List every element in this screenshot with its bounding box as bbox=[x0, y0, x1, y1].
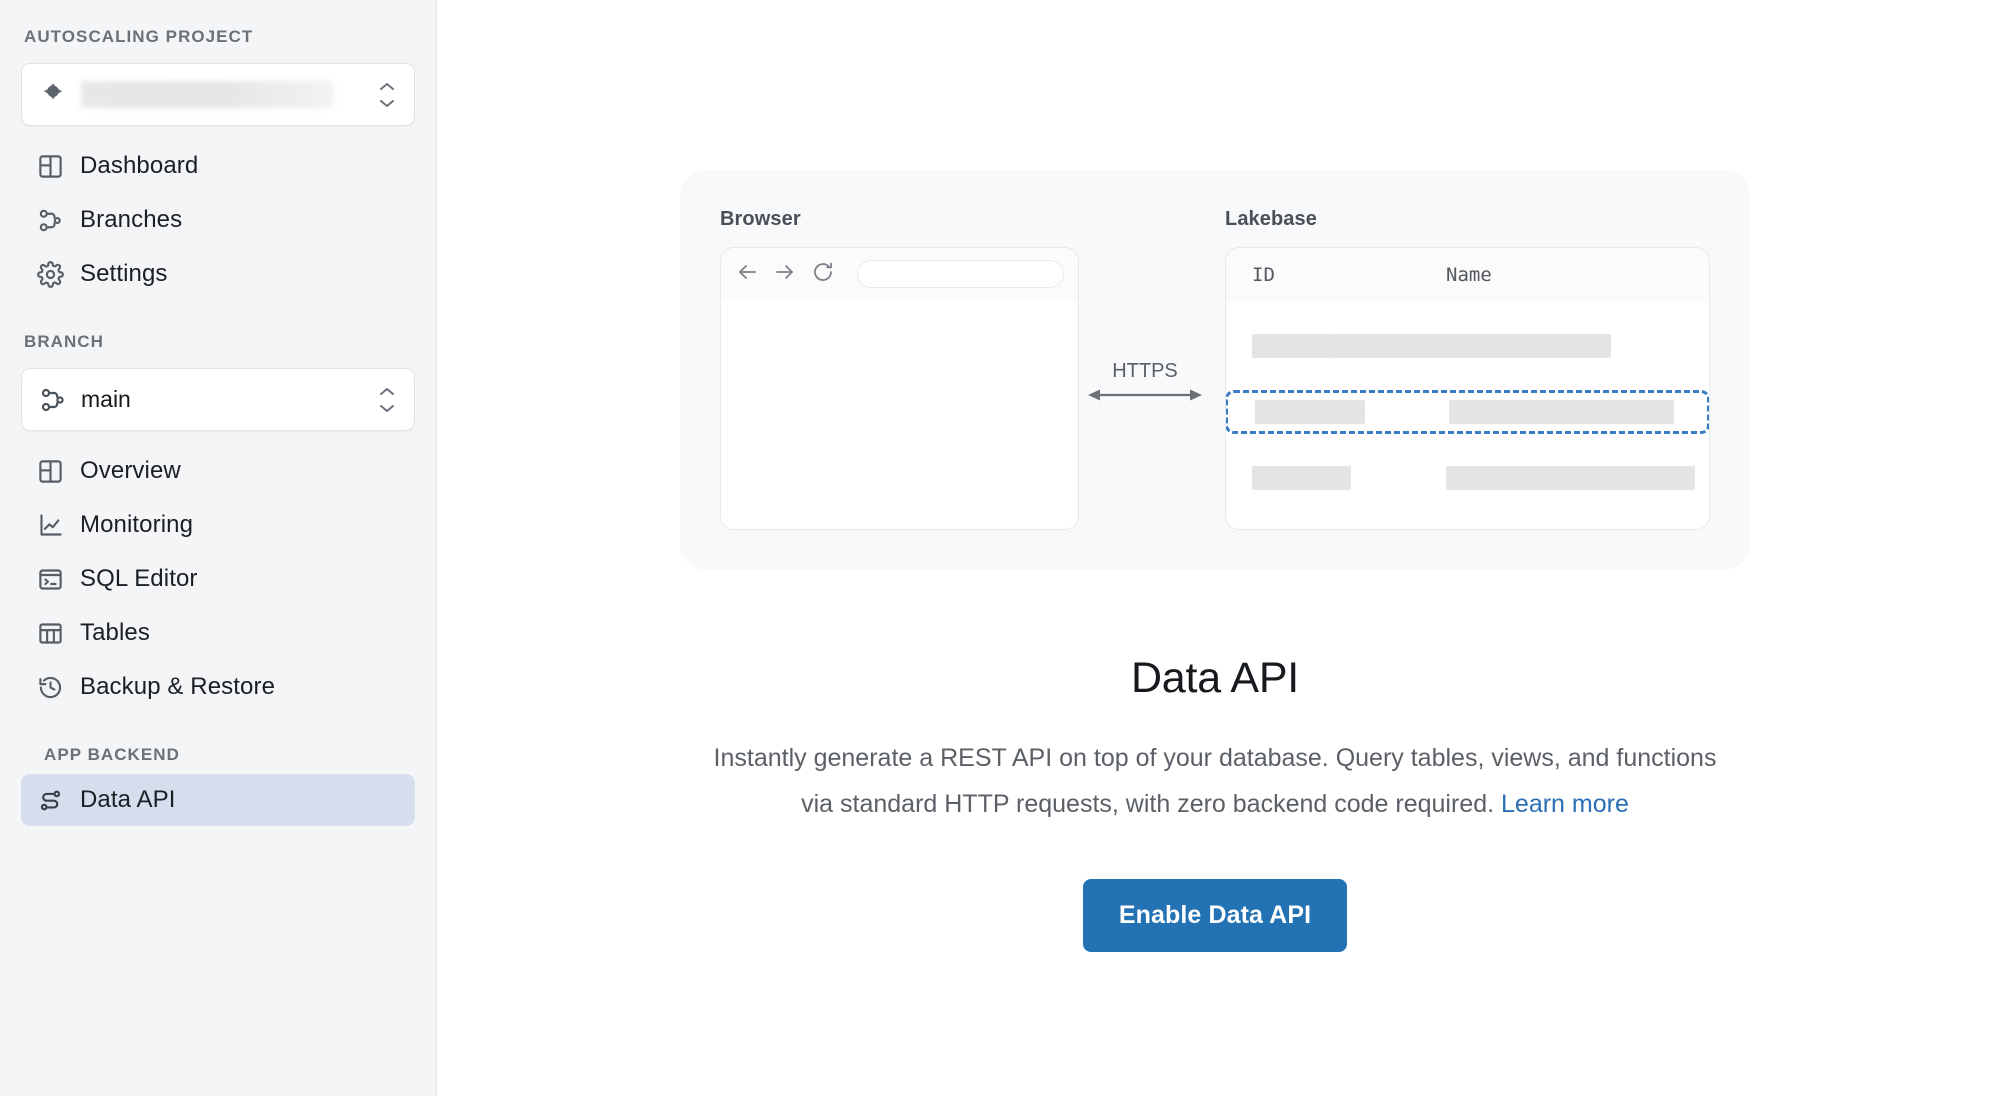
reload-icon bbox=[811, 260, 835, 289]
sidebar-item-settings[interactable]: Settings bbox=[21, 248, 415, 300]
cell-placeholder-id bbox=[1255, 400, 1365, 424]
chevron-updown-icon[interactable] bbox=[374, 386, 400, 414]
browser-mockup bbox=[720, 247, 1079, 530]
sidebar-item-label: SQL Editor bbox=[80, 565, 198, 592]
illustration-card: Browser bbox=[680, 170, 1750, 570]
browser-toolbar bbox=[721, 248, 1078, 300]
sidebar-item-label: Settings bbox=[80, 260, 168, 287]
cell-placeholder-id bbox=[1252, 466, 1351, 490]
branch-selector[interactable]: main bbox=[21, 368, 415, 431]
browser-url-bar bbox=[857, 260, 1064, 288]
branch-section-label: BRANCH bbox=[24, 332, 104, 351]
cta-container: Enable Data API bbox=[680, 879, 1750, 952]
table-row bbox=[1226, 456, 1709, 500]
line-chart-icon bbox=[35, 512, 65, 539]
app-backend-section-label: APP BACKEND bbox=[44, 745, 180, 764]
dashboard-grid-icon bbox=[35, 458, 65, 485]
sidebar-item-data-api[interactable]: Data API bbox=[21, 774, 415, 826]
learn-more-link[interactable]: Learn more bbox=[1501, 790, 1629, 818]
data-api-empty-state: Browser bbox=[680, 170, 1750, 952]
table-header-row: ID Name bbox=[1226, 248, 1709, 302]
sidebar-item-label: Data API bbox=[80, 786, 176, 813]
sidebar-item-sql-editor[interactable]: SQL Editor bbox=[21, 553, 415, 605]
forward-arrow-icon bbox=[773, 260, 797, 289]
sidebar-item-label: Overview bbox=[80, 457, 181, 484]
browser-panel-title: Browser bbox=[720, 208, 801, 230]
sidebar-item-label: Monitoring bbox=[80, 511, 194, 538]
project-diamond-icon bbox=[38, 80, 68, 110]
cell-placeholder-name bbox=[1449, 400, 1674, 424]
project-selector[interactable] bbox=[21, 63, 415, 126]
cell-placeholder-name bbox=[1446, 466, 1695, 490]
column-header-id: ID bbox=[1252, 264, 1275, 286]
description-text: Instantly generate a REST API on top of … bbox=[713, 744, 1717, 818]
dashboard-grid-icon bbox=[35, 153, 65, 180]
branches-icon bbox=[35, 207, 65, 234]
sidebar: AUTOSCALING PROJECT bbox=[0, 0, 437, 1096]
browser-panel: Browser bbox=[720, 208, 1079, 530]
column-header-name: Name bbox=[1446, 264, 1492, 286]
lakebase-panel-title: Lakebase bbox=[1225, 208, 1317, 230]
data-api-route-icon bbox=[35, 787, 65, 814]
table-columns-icon bbox=[35, 620, 65, 647]
sidebar-item-label: Dashboard bbox=[80, 152, 199, 179]
branches-icon bbox=[38, 385, 68, 415]
project-name-value bbox=[81, 81, 334, 108]
sidebar-item-label: Backup & Restore bbox=[80, 673, 276, 700]
clock-restore-icon bbox=[35, 674, 65, 701]
page-description: Instantly generate a REST API on top of … bbox=[700, 735, 1730, 827]
https-connector: HTTPS bbox=[1079, 360, 1211, 405]
sidebar-item-overview[interactable]: Overview bbox=[21, 445, 415, 497]
lakebase-table-mockup: ID Name bbox=[1225, 247, 1710, 530]
chevron-updown-icon[interactable] bbox=[374, 81, 400, 109]
branch-nav: Overview Monitoring SQL Editor bbox=[21, 431, 415, 713]
app-backend-nav: Data API bbox=[21, 765, 415, 826]
branch-name-value: main bbox=[81, 386, 131, 412]
back-arrow-icon bbox=[735, 260, 759, 289]
sidebar-item-label: Branches bbox=[80, 206, 183, 233]
sidebar-item-dashboard[interactable]: Dashboard bbox=[21, 140, 415, 192]
connector-label: HTTPS bbox=[1112, 360, 1178, 382]
sidebar-item-branches[interactable]: Branches bbox=[21, 194, 415, 246]
cell-placeholder-name bbox=[1330, 334, 1611, 358]
gear-icon bbox=[35, 260, 65, 288]
sidebar-item-tables[interactable]: Tables bbox=[21, 607, 415, 659]
terminal-window-icon bbox=[35, 566, 65, 593]
lakebase-panel: Lakebase ID Name bbox=[1225, 208, 1710, 530]
sidebar-item-label: Tables bbox=[80, 619, 150, 646]
table-row bbox=[1226, 324, 1709, 368]
sidebar-item-backup-restore[interactable]: Backup & Restore bbox=[21, 661, 415, 713]
table-body bbox=[1226, 302, 1709, 500]
double-arrow-icon bbox=[1088, 389, 1202, 401]
project-nav: Dashboard Branches Setti bbox=[21, 126, 415, 300]
cell-placeholder-id bbox=[1252, 334, 1330, 358]
table-row bbox=[1226, 390, 1709, 434]
main-content: Browser bbox=[437, 0, 2000, 1096]
project-section-label: AUTOSCALING PROJECT bbox=[24, 27, 254, 46]
sidebar-item-monitoring[interactable]: Monitoring bbox=[21, 499, 415, 551]
browser-viewport bbox=[721, 300, 1078, 529]
page-title: Data API bbox=[1130, 654, 1300, 702]
enable-data-api-button[interactable]: Enable Data API bbox=[1082, 879, 1348, 952]
